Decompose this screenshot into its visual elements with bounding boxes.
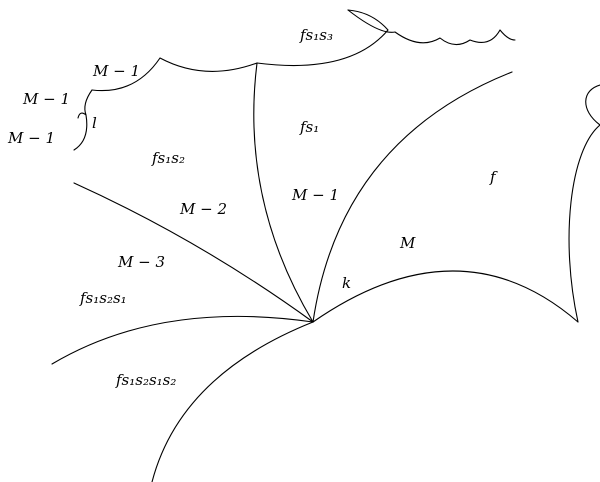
label-m2: M − 2 — [179, 200, 227, 218]
scallop-right-boundary — [585, 84, 600, 126]
label-l: l — [92, 114, 97, 132]
label-m: M — [399, 234, 416, 252]
label-m3: M − 3 — [117, 253, 165, 271]
label-m1-left-b: M − 1 — [7, 129, 55, 147]
scallop-top-middle — [256, 9, 389, 67]
label-k: k — [342, 274, 351, 292]
label-m1-center: M − 1 — [291, 186, 339, 204]
scallop-left-upper — [77, 89, 93, 119]
arc-k-to-top-right — [312, 71, 513, 323]
label-fs1s3: fs₁s₃ — [299, 26, 333, 44]
arc-k-to-left — [73, 182, 314, 323]
arc-right-edge — [568, 124, 600, 323]
arc-bottom-right-large — [312, 270, 579, 323]
label-f: f — [489, 168, 498, 186]
arc-k-to-top-junction — [253, 62, 314, 323]
label-m1-top: M − 1 — [92, 62, 140, 80]
arc-k-to-bottom — [151, 321, 314, 482]
label-fs1s2: fs₁s₂ — [151, 149, 185, 167]
scallop-top-left — [91, 57, 258, 92]
label-fs1s2s1s2: fs₁s₂s₁s₂ — [115, 371, 176, 389]
label-m1-left-a: M − 1 — [22, 90, 70, 108]
label-fs1: fs₁ — [299, 118, 319, 136]
label-fs1s2s1: fs₁s₂s₁ — [79, 289, 127, 307]
arc-k-to-lower-left — [51, 315, 314, 365]
scallop-left-lower — [73, 114, 88, 151]
scallop-top-right — [347, 9, 516, 46]
